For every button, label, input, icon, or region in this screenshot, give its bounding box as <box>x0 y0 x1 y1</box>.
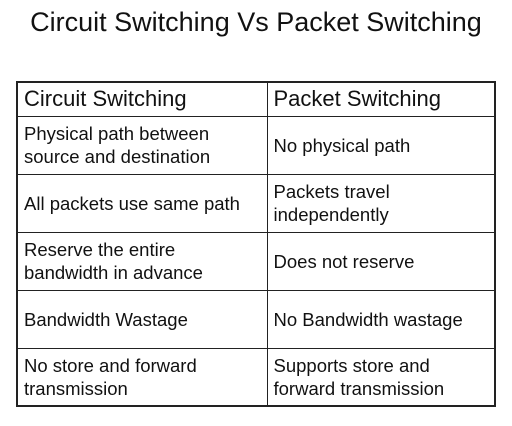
cell-circuit: All packets use same path <box>16 173 268 233</box>
cell-packet: Does not reserve <box>266 231 496 291</box>
page-title: Circuit Switching Vs Packet Switching <box>30 7 482 37</box>
cell-circuit: Physical path between source and destina… <box>16 115 268 175</box>
header-circuit-switching: Circuit Switching <box>16 81 268 117</box>
cell-circuit: No store and forward transmission <box>16 347 268 407</box>
cell-circuit: Reserve the entire bandwidth in advance <box>16 231 268 291</box>
comparison-table: Circuit Switching Packet Switching Physi… <box>16 81 496 407</box>
table-row: All packets use same path Packets travel… <box>16 173 496 233</box>
table-header-row: Circuit Switching Packet Switching <box>16 81 496 117</box>
header-packet-switching: Packet Switching <box>266 81 496 117</box>
cell-packet: Packets travel independently <box>266 173 496 233</box>
table-row: Physical path between source and destina… <box>16 115 496 175</box>
cell-packet: Supports store and forward transmission <box>266 347 496 407</box>
cell-circuit: Bandwidth Wastage <box>16 289 268 349</box>
table-row: Reserve the entire bandwidth in advance … <box>16 231 496 291</box>
table-row: Bandwidth Wastage No Bandwidth wastage <box>16 289 496 349</box>
cell-packet: No physical path <box>266 115 496 175</box>
cell-packet: No Bandwidth wastage <box>266 289 496 349</box>
table-row: No store and forward transmission Suppor… <box>16 347 496 407</box>
